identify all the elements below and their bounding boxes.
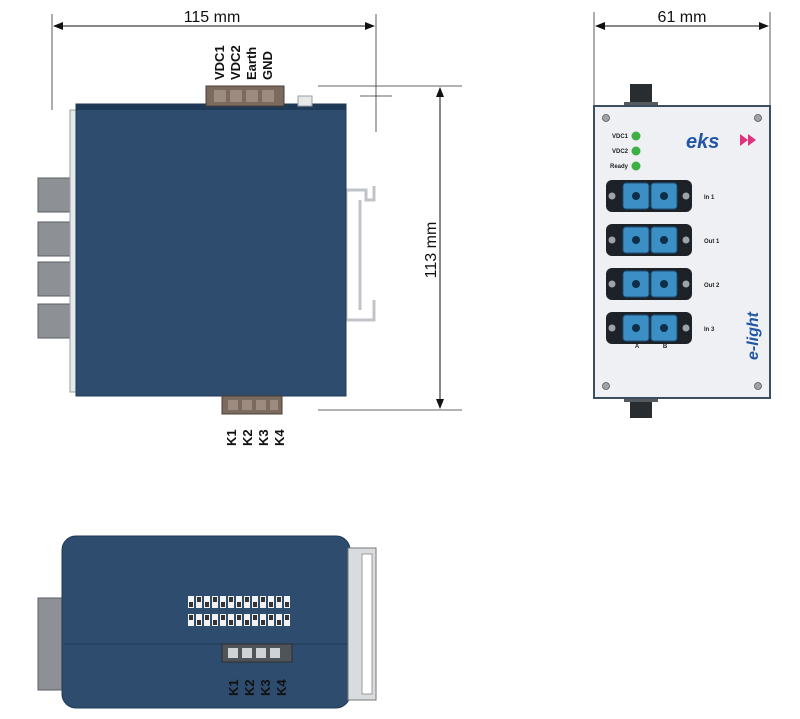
led-label-vdc2: VDC2 — [612, 149, 629, 155]
bottom-relay-connector — [221, 395, 283, 415]
panel-screws — [602, 114, 762, 390]
pin-label-earth: Earth — [244, 47, 259, 80]
side-view: 115 mm 113 mm — [37, 9, 462, 446]
bottom-view-connector — [221, 643, 293, 663]
led-ready — [631, 161, 641, 171]
fiber-port-row: Out 1 — [606, 224, 720, 256]
pin-label-k3: K3 — [256, 429, 271, 446]
fiber-port-label: In 1 — [704, 195, 715, 201]
pin-label-k1: K1 — [224, 429, 239, 446]
height-label-side: 113 mm — [423, 222, 440, 279]
bottom-pin-label-k1: K1 — [226, 679, 241, 696]
bottom-view-pin-labels: K1 K2 K3 K4 — [226, 679, 289, 696]
fiber-port-row: In 1 — [606, 180, 715, 212]
port-column-a: A — [635, 344, 640, 350]
width-dimension-side: 115 mm — [51, 9, 377, 132]
din-rail-clip — [344, 186, 376, 322]
led-vdc1 — [631, 131, 641, 141]
pin-label-gnd: GND — [260, 51, 275, 80]
led-label-vdc1: VDC1 — [612, 134, 629, 140]
status-leds: VDC1 VDC2 Ready — [610, 131, 641, 171]
width-label-side: 115 mm — [184, 9, 241, 26]
width-label-front: 61 mm — [658, 9, 707, 26]
pin-label-k4: K4 — [272, 429, 287, 446]
port-column-b: B — [663, 344, 668, 350]
brand-logo: eks — [686, 131, 756, 153]
led-label-ready: Ready — [610, 164, 629, 170]
dip-switch-block — [184, 588, 292, 638]
brand-text: eks — [686, 131, 719, 153]
fiber-port-row: Out 2 — [606, 268, 720, 300]
pin-label-k2: K2 — [240, 429, 255, 446]
height-dimension-side: 113 mm — [318, 85, 462, 411]
bottom-pin-label-k4: K4 — [274, 679, 289, 696]
bottom-pin-label-k2: K2 — [242, 679, 257, 696]
top-connector-pin-labels: VDC1 VDC2 Earth GND — [212, 45, 275, 80]
bottom-connector-pin-labels: K1 K2 K3 K4 — [224, 429, 287, 446]
fiber-port-label: Out 2 — [704, 283, 720, 289]
side-housing — [75, 103, 347, 397]
front-view: 61 mm eks VDC1 VDC2 Ready I — [593, 9, 771, 418]
fiber-port-row: In 3 — [606, 312, 715, 344]
side-left-connectors — [37, 109, 79, 393]
bottom-pin-label-k3: K3 — [258, 679, 273, 696]
bottom-view: K1 K2 K3 K4 — [37, 535, 377, 709]
product-name: e-light — [745, 311, 762, 360]
pin-label-vdc2: VDC2 — [228, 45, 243, 80]
top-power-connector — [205, 85, 313, 107]
fiber-ports: In 1 Out 1 Out 2 In 3 — [606, 180, 720, 344]
fiber-port-label: In 3 — [704, 327, 715, 333]
pin-label-vdc1: VDC1 — [212, 45, 227, 80]
width-dimension-front: 61 mm — [593, 9, 771, 108]
fiber-port-label: Out 1 — [704, 239, 720, 245]
led-vdc2 — [631, 146, 641, 156]
